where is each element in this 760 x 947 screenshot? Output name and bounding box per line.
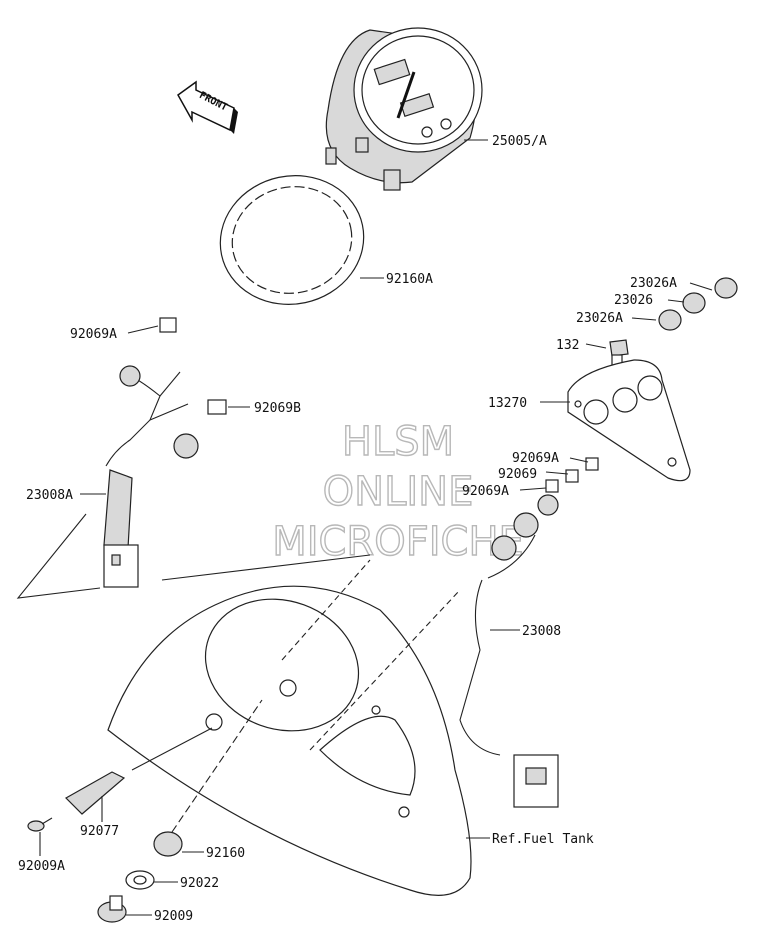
screw-92009a (27, 817, 53, 832)
left-harness (103, 317, 227, 588)
washer-92022 (125, 870, 155, 890)
label-screw: 92009A (18, 859, 65, 874)
label-bolt-132: 132 (556, 338, 579, 353)
label-harness-right: 23008 (522, 624, 561, 639)
callout-labels: 25005/A 92160A 23026A 23026 23026A 132 1… (18, 134, 677, 924)
label-bracket: 13270 (488, 396, 527, 411)
label-cap-a-top: 23026A (630, 276, 677, 291)
watermark-line-2: ONLINE (323, 469, 474, 515)
label-harness-left: 23008A (26, 488, 73, 503)
label-cap: 23026 (614, 293, 653, 308)
label-washer: 92022 (180, 876, 219, 891)
bolt-92009 (97, 895, 127, 923)
front-arrow-icon: FRONT (177, 80, 238, 134)
grommet-92160 (153, 831, 183, 857)
watermark: HLSM ONLINE MICROFICHE (271, 418, 524, 565)
watermark-line-1: HLSM (342, 419, 454, 465)
label-ref-fuel-tank: Ref.Fuel Tank (492, 832, 594, 847)
label-bulb-a-left: 92069A (70, 327, 117, 342)
indicator-caps (658, 277, 738, 331)
meter-housing (107, 585, 472, 896)
label-grommet: 92160 (206, 846, 245, 861)
label-meter-ring: 92160A (386, 272, 433, 287)
label-knob: 92077 (80, 824, 119, 839)
meter-ring (219, 175, 365, 305)
right-harness (459, 457, 599, 808)
label-bulb-a-right-top: 92069A (512, 451, 559, 466)
speedometer-meter (325, 27, 483, 191)
knob-92077 (65, 771, 126, 815)
label-bulb-right: 92069 (498, 467, 537, 482)
label-bolt-92009: 92009 (154, 909, 193, 924)
leader-lines (16, 139, 713, 916)
label-bulb-b: 92069B (254, 401, 301, 416)
label-bulb-a-right-bottom: 92069A (462, 484, 509, 499)
indicator-bracket (567, 359, 691, 482)
watermark-line-3: MICROFICHE (272, 519, 524, 565)
label-cap-a-bottom: 23026A (576, 311, 623, 326)
label-meter-assembly: 25005/A (492, 134, 547, 149)
